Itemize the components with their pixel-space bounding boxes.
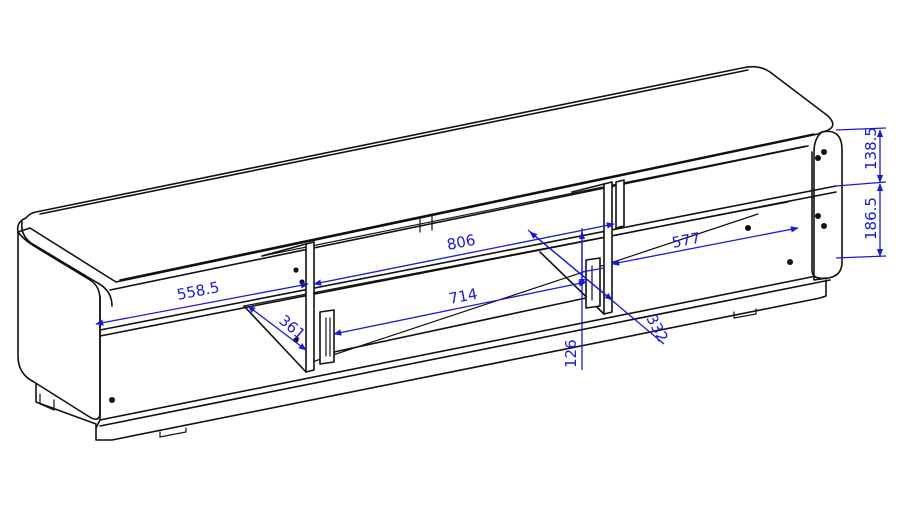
top-back-edge <box>39 69 749 215</box>
dimension-lines <box>95 127 887 370</box>
hinge-left-detail <box>325 317 331 357</box>
dim-line-558-5 <box>95 282 309 326</box>
dim-ext-126 <box>581 267 605 273</box>
dim-label-361: 361 <box>275 311 309 343</box>
right-end-panel <box>813 130 843 281</box>
divider-left <box>305 241 315 373</box>
bottom-front-edge-2 <box>99 279 831 427</box>
dim-ext-bot <box>835 255 887 259</box>
dim-label-186-5: 186.5 <box>862 197 880 240</box>
top-panel <box>16 65 834 283</box>
dim-label-126: 126 <box>562 339 580 368</box>
bottom-front-edge <box>99 271 837 421</box>
dim-label-332: 332 <box>642 311 671 345</box>
hole-right-2 <box>821 149 827 155</box>
hole-right-4 <box>821 223 827 229</box>
divider-top-right <box>615 179 625 229</box>
foot-right <box>733 308 757 319</box>
divider-left-side <box>243 243 307 373</box>
dim-line-332-a <box>529 231 613 301</box>
foot-mid <box>159 427 187 438</box>
foot-left <box>39 393 55 411</box>
hinge-left <box>319 309 335 365</box>
plinth <box>35 279 827 441</box>
dim-ext-top <box>835 127 887 131</box>
hole-divider-1 <box>293 267 299 273</box>
dim-label-577: 577 <box>670 229 702 252</box>
dim-label-806: 806 <box>445 231 477 254</box>
top-front-edge <box>119 133 815 281</box>
hole-divider-2 <box>299 279 305 285</box>
cabinet-body <box>16 65 843 441</box>
hole-right-3 <box>815 213 821 219</box>
hole-right-1 <box>815 155 821 161</box>
hole-floor-2 <box>745 225 751 231</box>
dim-line-361 <box>247 305 307 351</box>
dim-label-138-5: 138.5 <box>862 127 880 170</box>
dim-line-577 <box>611 226 799 266</box>
dim-ext-mid <box>835 181 887 187</box>
dim-label-558-5: 558.5 <box>175 278 221 304</box>
right-end-inner <box>811 151 827 280</box>
hinge-right <box>585 257 601 309</box>
inner-back-top <box>109 145 809 291</box>
hole-floor-1 <box>109 397 115 403</box>
hole-floor-3 <box>787 259 793 265</box>
dim-label-714: 714 <box>447 285 479 308</box>
